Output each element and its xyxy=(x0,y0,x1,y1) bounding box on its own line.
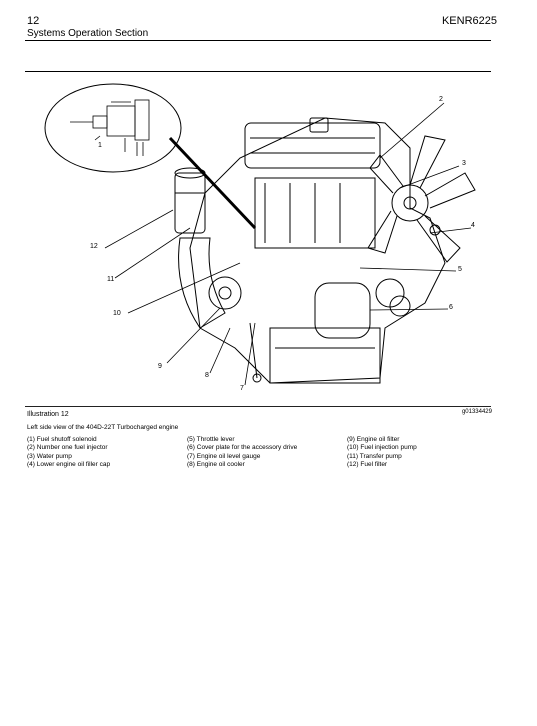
fan xyxy=(367,135,476,263)
callout-1: 1 xyxy=(98,142,102,149)
callout-9: 9 xyxy=(158,363,162,370)
illustration-caption: Left side view of the 404D-22T Turbochar… xyxy=(27,424,179,431)
callout-7: 7 xyxy=(240,385,244,392)
callout-5: 5 xyxy=(458,266,462,273)
callout-10: 10 xyxy=(113,310,121,317)
callout-2: 2 xyxy=(439,96,443,103)
legend-column-3: (9) Engine oil filter (10) Fuel injectio… xyxy=(347,436,507,469)
section-title: Systems Operation Section xyxy=(27,28,149,39)
callout-12: 12 xyxy=(90,243,98,250)
engine-illustration: 1 2 3 4 5 6 7 8 9 10 11 12 xyxy=(25,78,495,403)
legend-item: (10) Fuel injection pump xyxy=(347,444,417,452)
engine-drawing xyxy=(44,83,476,386)
illustration-label: Illustration 12 xyxy=(27,411,69,418)
crank-pulley xyxy=(389,295,411,317)
legend-item: (5) Throttle lever xyxy=(187,436,235,443)
header-rule xyxy=(25,40,491,41)
legend-column-1: (1) Fuel shutoff solenoid (2) Number one… xyxy=(27,436,187,469)
caption-rule xyxy=(25,406,491,407)
engine-block xyxy=(189,117,446,384)
leader-lines xyxy=(94,102,472,386)
legend-item: (2) Number one fuel injector xyxy=(27,444,108,452)
legend-item: (11) Transfer pump xyxy=(347,452,402,460)
legend-item: (3) Water pump xyxy=(27,452,72,460)
legend-column-2: (5) Throttle lever (6) Cover plate for t… xyxy=(187,436,347,469)
document-id: KENR6225 xyxy=(441,15,497,27)
detail-circle xyxy=(44,83,182,173)
callout-8: 8 xyxy=(205,372,209,379)
legend-item: (4) Lower engine oil filler cap xyxy=(27,460,111,468)
accessory-cover xyxy=(314,282,371,339)
legend-item: (9) Engine oil filter xyxy=(347,436,400,443)
legend-item: (1) Fuel shutoff solenoid xyxy=(27,436,97,443)
callout-4: 4 xyxy=(471,222,475,229)
legend-item: (8) Engine oil cooler xyxy=(187,460,245,468)
detail-solenoid xyxy=(70,99,150,156)
legend-item: (7) Engine oil level gauge xyxy=(187,452,261,460)
page-number: 12 xyxy=(27,15,40,27)
section-rule xyxy=(25,71,491,72)
fuel-filter xyxy=(174,167,206,234)
oil-gauge xyxy=(249,322,258,379)
legend-item: (6) Cover plate for the accessory drive xyxy=(187,444,298,452)
callout-3: 3 xyxy=(462,160,466,167)
callout-11: 11 xyxy=(107,276,115,283)
legend-item: (12) Fuel filter xyxy=(347,460,388,468)
callout-6: 6 xyxy=(449,304,453,311)
oil-filter xyxy=(208,276,242,310)
flywheel-housing xyxy=(178,237,226,329)
illustration-code: g01334429 xyxy=(461,409,492,415)
small-pulley xyxy=(429,224,441,236)
